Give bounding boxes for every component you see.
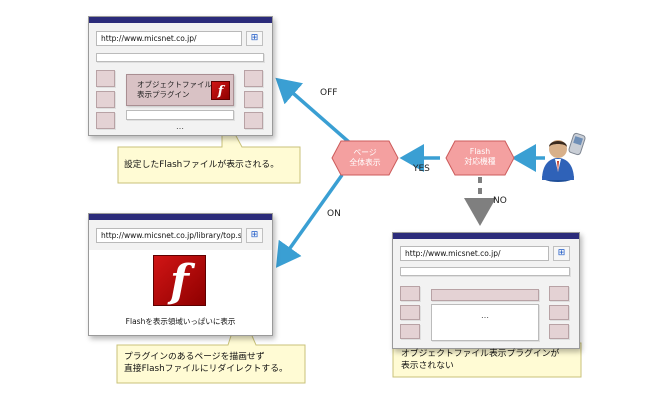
page-full-hexagon: [331, 140, 399, 176]
edge-label-yes: YES: [413, 164, 430, 174]
page-full-label: ページ 全体表示: [332, 148, 398, 168]
content-slot: [126, 110, 234, 120]
callout-on-shape: [116, 306, 306, 384]
page-full-line2: 全体表示: [349, 158, 381, 167]
content-area: [431, 304, 539, 341]
browser-window-off: http://www.micsnet.co.jp/ ⊞ オブジェクトファイル 表…: [88, 16, 273, 136]
edge-label-no: NO: [493, 196, 507, 206]
title-bar: [89, 17, 272, 23]
flash-device-line2: 対応機種: [464, 157, 496, 166]
side-slot: [400, 324, 420, 339]
ellipsis: …: [176, 122, 184, 131]
callout-on-text: プラグインのあるページを描画せず 直接Flashファイルにリダイレクトする。: [124, 351, 288, 375]
flash-f-icon: f: [153, 255, 206, 307]
browser-window-no: http://www.micsnet.co.jp/ ⊞ …: [392, 232, 580, 349]
side-slot: [96, 112, 115, 129]
plugin-label-line1: オブジェクトファイル: [137, 80, 212, 89]
callout-on-line2: 直接Flashファイルにリダイレクトする。: [124, 364, 288, 374]
edge-label-on: ON: [327, 209, 341, 219]
side-slot: [244, 91, 263, 108]
side-slot: [96, 70, 115, 87]
plugin-object: オブジェクトファイル 表示プラグイン f: [126, 74, 234, 106]
side-slot: [549, 286, 569, 301]
url-bar[interactable]: http://www.micsnet.co.jp/: [400, 246, 549, 261]
windows-flag-icon: ⊞: [246, 31, 263, 46]
side-slot: [549, 305, 569, 320]
side-slot: [400, 305, 420, 320]
edge-label-off: OFF: [320, 88, 338, 98]
windows-flag-icon: ⊞: [246, 228, 263, 243]
url-bar[interactable]: http://www.micsnet.co.jp/: [96, 31, 242, 46]
callout-off-shape: [117, 109, 301, 184]
side-slot: [244, 70, 263, 87]
side-slot: [549, 324, 569, 339]
plugin-label: オブジェクトファイル 表示プラグイン: [137, 80, 212, 100]
person-with-phone-icon: [542, 132, 586, 182]
callout-no-line1: オブジェクトファイル表示プラグインが: [401, 349, 560, 359]
side-slot: [400, 286, 420, 301]
top-bar-slot: [400, 267, 570, 276]
arrow-off: [275, 77, 352, 145]
top-bar-slot: [96, 53, 264, 62]
title-bar: [89, 214, 272, 220]
flash-caption: Flashを表示領域いっぱいに表示: [125, 317, 236, 326]
flash-device-hexagon: [445, 140, 515, 176]
callout-off-text: 設定したFlashファイルが表示される。: [124, 160, 280, 170]
page-full-line1: ページ: [353, 148, 377, 157]
flash-device-line1: Flash: [469, 147, 491, 156]
flash-f-icon: f: [211, 81, 230, 100]
browser-window-on: http://www.micsnet.co.jp/library/top.swf…: [88, 213, 273, 336]
content-slot: [431, 289, 539, 301]
arrow-on: [275, 173, 344, 268]
title-bar: [393, 233, 579, 239]
callout-on-line1: プラグインのあるページを描画せず: [124, 352, 265, 362]
flash-device-label: Flash 対応機種: [446, 147, 514, 167]
callout-no-line2: 表示されない: [401, 361, 454, 371]
side-slot: [96, 91, 115, 108]
url-bar[interactable]: http://www.micsnet.co.jp/library/top.swf: [96, 228, 242, 243]
callout-no-text: オブジェクトファイル表示プラグインが 表示されない: [401, 348, 559, 372]
side-slot: [244, 112, 263, 129]
windows-flag-icon: ⊞: [553, 246, 570, 261]
ellipsis: …: [481, 311, 489, 320]
plugin-label-line2: 表示プラグイン: [137, 90, 190, 99]
